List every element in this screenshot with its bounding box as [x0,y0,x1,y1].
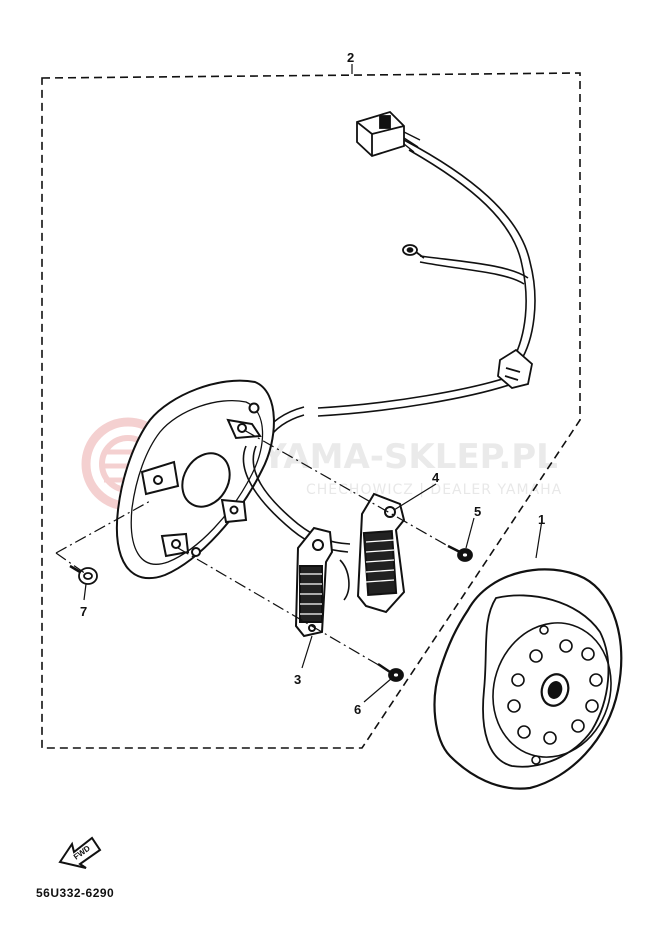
wire-coupler [497,348,533,389]
callout-label-1: 1 [538,512,545,527]
callout-label-2: 2 [347,50,354,65]
callout-leaders [83,64,543,703]
watermark-subtitle: CHECHOWICZ | DEALER YAMAHA [306,482,562,498]
callout-label-3: 3 [294,672,301,687]
watermark-brand: YAMA-SKLEP.PL [261,437,558,477]
flywheel-rotor-part-1 [433,568,623,790]
forward-arrow-icon: FWD [58,836,102,869]
callout-label-6: 6 [354,702,361,717]
stator-base-plate [115,379,275,580]
stator-coil-part-4 [356,492,406,614]
callout-label-4: 4 [432,470,440,485]
callout-label-7: 7 [80,604,87,619]
assembly-guide-lines [55,429,463,675]
stator-coil-part-3 [294,526,334,638]
assembly-boundary [41,72,581,749]
wire-harness [261,139,536,441]
callout-label-5: 5 [474,504,481,519]
part-code: 56U332-6290 [36,886,115,900]
flywheel-holes [507,625,603,765]
screw-part-7 [69,564,98,585]
wire-connector-plug [356,110,421,158]
callout-labels: 1 2 3 4 5 6 7 [80,50,545,717]
ring-terminal [402,244,425,259]
